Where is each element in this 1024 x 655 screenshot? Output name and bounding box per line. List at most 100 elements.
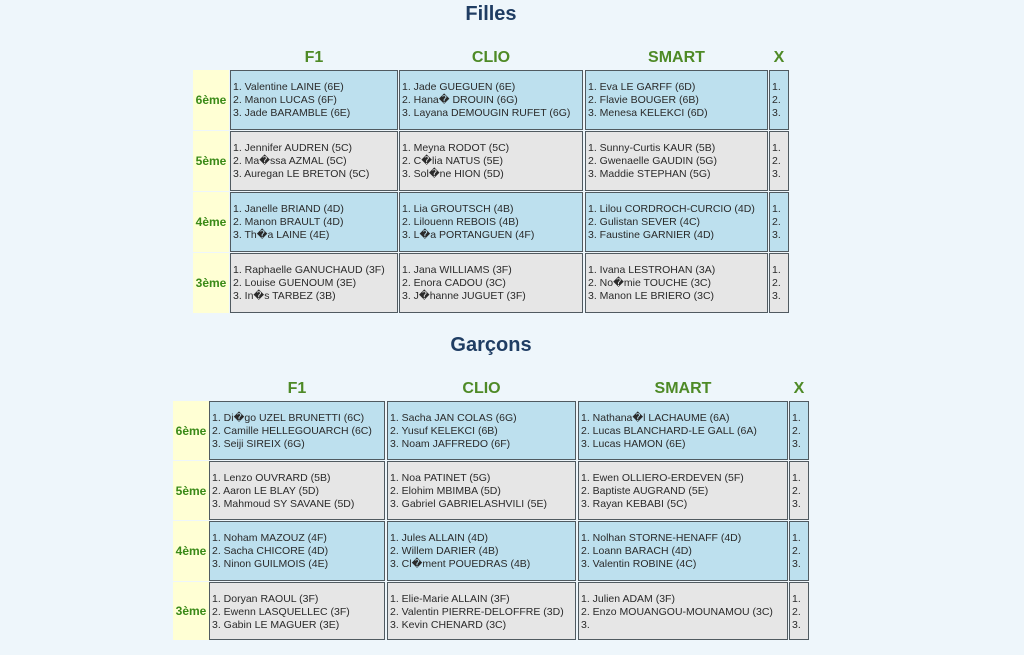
ranking-line: 3. (772, 167, 781, 180)
ranking-line: 3. Mahmoud SY SAVANE (5D) (212, 497, 355, 510)
ranking-line: 2. Valentin PIERRE-DELOFFRE (3D) (390, 605, 564, 618)
ranking-line: 1. Ewen OLLIERO-ERDEVEN (5F) (581, 472, 744, 484)
section-title-garcons: Garçons (450, 334, 532, 356)
ranking-line: 2. Camille HELLEGOUARCH (6C) (212, 424, 372, 437)
cell-f1: 1. Janelle BRIAND (4D)2. Manon BRAULT (4… (230, 192, 398, 252)
row-label: 4ème (173, 521, 209, 581)
ranking-line: 3. Menesa KELEKCI (6D) (588, 106, 708, 119)
ranking-line: 3. Seiji SIREIX (6G) (212, 437, 305, 450)
ranking-line: 1. Jana WILLIAMS (3F) (402, 264, 512, 276)
ranking-line: 2. Baptiste AUGRAND (5E) (581, 484, 709, 497)
cell-f1: 1. Valentine LAINE (6E)2. Manon LUCAS (6… (230, 70, 398, 130)
column-header-clio: CLIO (462, 380, 501, 397)
ranking-line: 1. Valentine LAINE (6E) (233, 81, 344, 93)
ranking-line: 2. (792, 544, 801, 557)
ranking-line: 2. Elohim MBIMBA (5D) (390, 484, 501, 497)
ranking-line: 1. Meyna RODOT (5C) (402, 142, 510, 154)
ranking-line: 1. Jade GUEGUEN (6E) (402, 81, 516, 93)
cell-f1: 1. Raphaelle GANUCHAUD (3F)2. Louise GUE… (230, 253, 398, 313)
ranking-line: 3. Jade BARAMBLE (6E) (233, 106, 351, 119)
cell-clio: 1. Elie-Marie ALLAIN (3F)2. Valentin PIE… (387, 582, 576, 640)
filles-table: F1 CLIO SMART X (0, 48, 1024, 316)
cell-x: 1.2.3. (769, 70, 789, 130)
ranking-line: 3. Maddie STEPHAN (5G) (588, 167, 711, 180)
row-label: 5ème (173, 461, 209, 520)
ranking-line: 2. Lilouenn REBOIS (4B) (402, 215, 519, 228)
cell-clio: 1. Jules ALLAIN (4D)2. Willem DARIER (4B… (387, 521, 576, 581)
ranking-line: 2. (792, 424, 801, 437)
ranking-line: 3. Gabriel GABRIELASHVILI (5E) (390, 497, 547, 510)
ranking-line: 3. Gabin LE MAGUER (3E) (212, 618, 340, 631)
cell-x: 1.2.3. (789, 582, 809, 640)
cell-f1: 1. Lenzo OUVRARD (5B)2. Aaron LE BLAY (5… (209, 461, 385, 520)
ranking-line: 1. Janelle BRIAND (4D) (233, 203, 344, 215)
row-label: 3ème (193, 253, 229, 313)
ranking-line: 2. (772, 154, 781, 167)
ranking-line: 1. Lilou CORDROCH-CURCIO (4D) (588, 203, 755, 215)
column-header-clio: CLIO (471, 49, 511, 66)
ranking-line: 3. Layana DEMOUGIN RUFET (6G) (402, 106, 571, 119)
ranking-line: 1. Ivana LESTROHAN (3A) (588, 264, 716, 276)
ranking-line: 2. Enzo MOUANGOU-MOUNAMOU (3C) (581, 605, 773, 618)
ranking-line: 1. (772, 264, 781, 276)
ranking-line: 3. Rayan KEBABI (5C) (581, 497, 688, 510)
cell-smart: 1. Ewen OLLIERO-ERDEVEN (5F)2. Baptiste … (578, 461, 788, 520)
column-header-smart: SMART (654, 380, 712, 397)
cell-f1: 1. Di�go UZEL BRUNETTI (6C)2. Camille HE… (209, 401, 385, 460)
ranking-line: 2. (772, 93, 781, 106)
ranking-line: 3. (772, 106, 781, 119)
ranking-line: 1. Di�go UZEL BRUNETTI (6C) (212, 412, 365, 424)
ranking-line: 2. Gulistan SEVER (4C) (588, 215, 701, 228)
ranking-line: 1. (792, 593, 801, 605)
ranking-line: 3. (792, 437, 801, 450)
cell-smart: 1. Nathana�l LACHAUME (6A)2. Lucas BLANC… (578, 401, 788, 460)
cell-clio: 1. Noa PATINET (5G)2. Elohim MBIMBA (5D)… (387, 461, 576, 520)
row-label: 6ème (173, 401, 209, 460)
ranking-line: 1. Sunny-Curtis KAUR (5B) (588, 142, 716, 154)
row-label: 6ème (193, 70, 229, 130)
cell-clio: 1. Jana WILLIAMS (3F)2. Enora CADOU (3C)… (399, 253, 583, 313)
ranking-line: 2. Enora CADOU (3C) (402, 276, 506, 289)
ranking-line: 2. Hana� DROUIN (6G) (402, 93, 518, 106)
ranking-line: 1. (772, 81, 781, 93)
ranking-line: 2. Lucas BLANCHARD-LE GALL (6A) (581, 424, 757, 437)
cell-smart: 1. Eva LE GARFF (6D)2. Flavie BOUGER (6B… (585, 70, 768, 130)
ranking-line: 1. Sacha JAN COLAS (6G) (390, 412, 517, 424)
cell-clio: 1. Lia GROUTSCH (4B)2. Lilouenn REBOIS (… (399, 192, 583, 252)
cell-clio: 1. Jade GUEGUEN (6E)2. Hana� DROUIN (6G)… (399, 70, 583, 130)
ranking-line: 3. (792, 618, 801, 631)
ranking-line: 1. Elie-Marie ALLAIN (3F) (390, 593, 510, 605)
cell-f1: 1. Noham MAZOUZ (4F)2. Sacha CHICORE (4D… (209, 521, 385, 581)
ranking-line: 2. Willem DARIER (4B) (390, 544, 499, 557)
column-header-f1: F1 (304, 49, 324, 66)
section-title-filles: Filles (465, 3, 517, 25)
cell-clio: 1. Sacha JAN COLAS (6G)2. Yusuf KELEKCI … (387, 401, 576, 460)
ranking-line: 2. Loann BARACH (4D) (581, 544, 692, 557)
cell-smart: 1. Sunny-Curtis KAUR (5B)2. Gwenaelle GA… (585, 131, 768, 191)
cell-smart: 1. Lilou CORDROCH-CURCIO (4D)2. Gulistan… (585, 192, 768, 252)
ranking-line: 1. (772, 203, 781, 215)
ranking-line: 2. (792, 605, 801, 618)
cell-x: 1.2.3. (789, 461, 809, 520)
ranking-line: 1. Noa PATINET (5G) (390, 472, 491, 484)
cell-x: 1.2.3. (769, 131, 789, 191)
ranking-line: 1. Doryan RAOUL (3F) (212, 593, 319, 605)
ranking-line: 3. Faustine GARNIER (4D) (588, 228, 715, 241)
cell-smart: 1. Nolhan STORNE-HENAFF (4D)2. Loann BAR… (578, 521, 788, 581)
ranking-line: 2. Gwenaelle GAUDIN (5G) (588, 154, 717, 167)
ranking-line: 3. Th�a LAINE (4E) (233, 228, 330, 241)
ranking-line: 1. Noham MAZOUZ (4F) (212, 532, 327, 544)
ranking-line: 2. (792, 484, 801, 497)
ranking-line: 3. In�s TARBEZ (3B) (233, 289, 336, 302)
row-label: 4ème (193, 192, 229, 252)
ranking-line: 2. Ewenn LASQUELLEC (3F) (212, 605, 350, 618)
ranking-line: 3. (772, 228, 781, 241)
ranking-line: 1. Eva LE GARFF (6D) (588, 81, 696, 93)
ranking-line: 3. Noam JAFFREDO (6F) (390, 437, 511, 450)
ranking-line: 3. Ninon GUILMOIS (4E) (212, 557, 329, 570)
column-header-f1: F1 (287, 380, 307, 397)
ranking-line: 1. (772, 142, 781, 154)
ranking-line: 2. C�lia NATUS (5E) (402, 154, 504, 167)
cell-smart: 1. Ivana LESTROHAN (3A)2. No�mie TOUCHE … (585, 253, 768, 313)
ranking-line: 3. Manon LE BRIERO (3C) (588, 289, 715, 302)
